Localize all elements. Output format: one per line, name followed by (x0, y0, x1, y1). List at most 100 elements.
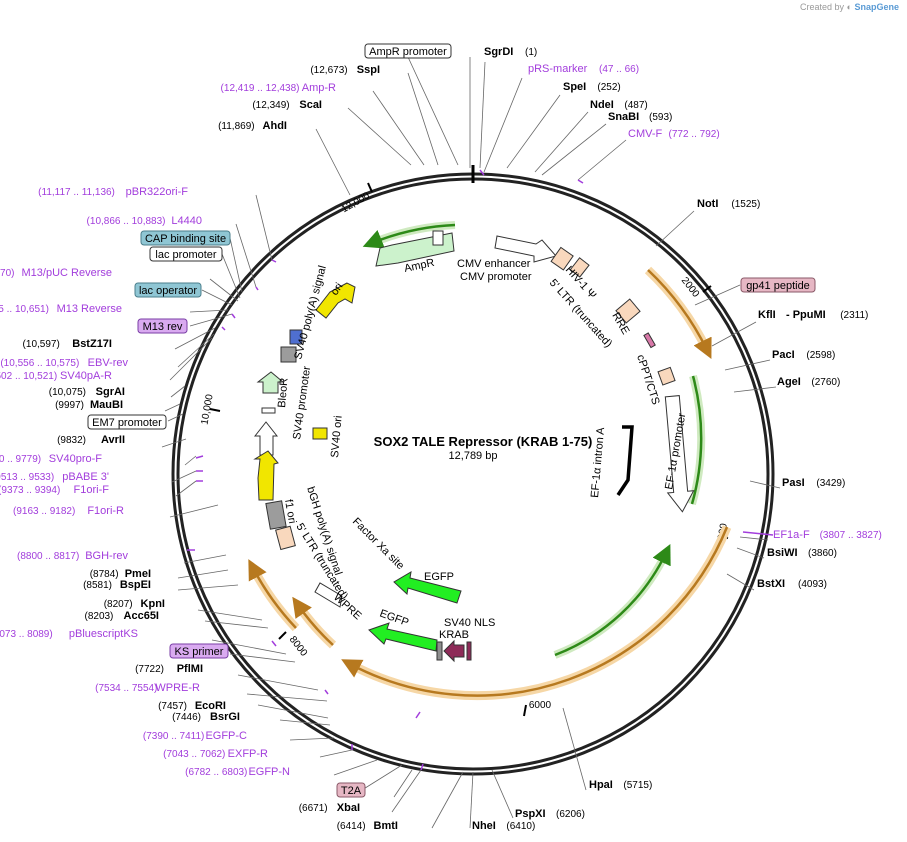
primer-sv40pro-f[interactable]: SV40pro-F(9760 .. 9779) (0, 453, 102, 465)
enzyme-site-paci[interactable]: PacI(2598) (772, 349, 835, 361)
primer-pbabe-3[interactable]: pBABE 3'(9513 .. 9533) (0, 471, 109, 483)
feature-box-lac-promoter[interactable]: lac promoter (149, 246, 223, 262)
enzyme-site-pmei[interactable]: PmeI(8784) (90, 568, 151, 580)
primer-amp-r[interactable]: Amp-R(12,419 .. 12,438) (221, 82, 336, 94)
primer-pbluescriptks[interactable]: pBluescriptKS(8073 .. 8089) (0, 628, 138, 640)
primer-name: EXFP-R (228, 748, 268, 760)
enzyme-site-kfli[interactable]: KflI (758, 309, 776, 321)
enzyme-site-ahdi[interactable]: AhdI(11,869) (218, 120, 287, 132)
enzyme-labels: SgrDI(1) SpeI (252) NdeI(487)SnaBI(593) NotI… (23, 46, 869, 832)
enzyme-site-bmti[interactable]: BmtI(6414) (337, 820, 398, 832)
enzyme-site-sgrdi[interactable]: SgrDI(1) (484, 46, 537, 58)
enzyme-site-kpni[interactable]: KpnI(8207) (104, 598, 165, 610)
primer-m13-puc-reverse[interactable]: M13/pUC Reverse(10,648 .. 10,670) (0, 267, 112, 279)
primer-name: pBABE 3' (62, 471, 109, 483)
primer-pbr322ori-f[interactable]: pBR322ori-F(11,117 .. 11,136) (38, 186, 188, 198)
enzyme-name: BsrGI (210, 711, 240, 723)
primer-wpre-r[interactable]: WPRE-R(7534 .. 7554) (95, 682, 200, 694)
feature-box-frame (137, 318, 188, 334)
outer-arcs (248, 221, 732, 701)
primer-f1ori-f[interactable]: F1ori-F(9373 .. 9394) (0, 484, 109, 496)
bgh-arc-glow (249, 565, 300, 632)
enzyme-site-scai[interactable]: ScaI(12,349) (252, 99, 322, 111)
enzyme-position: (8784) (90, 569, 119, 580)
enzyme-site-acc65i[interactable]: Acc65I(8203) (84, 610, 159, 622)
primer-cmv-f[interactable]: CMV-F(772 .. 792) (628, 128, 720, 140)
feature-box-gp41-peptide[interactable]: gp41 peptide (740, 277, 816, 293)
enzyme-site-bspei[interactable]: BspEI(8581) (83, 579, 151, 591)
enzyme-position: (252) (597, 82, 620, 93)
ef1a-arc (690, 375, 703, 505)
feature-box-cap-binding-site[interactable]: CAP binding site (140, 230, 231, 246)
primer-name: EGFP-N (248, 766, 290, 778)
enzyme-site-sgrai[interactable]: SgrAI(10,075) (49, 386, 125, 398)
primer-prs-marker[interactable]: pRS-marker(47 .. 66) (528, 63, 639, 75)
enzyme-site-bsiwi[interactable]: BsiWI(3860) (767, 547, 837, 559)
feature-label-bleor: BleoR (276, 377, 291, 408)
enzyme-site-pflmi[interactable]: PflMI(7722) (135, 663, 203, 675)
enzyme-site-pasi[interactable]: PasI(3429) (782, 477, 845, 489)
primer-l4440[interactable]: L4440(10,866 .. 10,883) (87, 215, 202, 227)
plasmid-title: SOX2 TALE Repressor (KRAB 1-75) (374, 434, 593, 449)
enzyme-site-spei[interactable]: SpeI (252) (563, 81, 621, 93)
enzyme-position: (9997) (55, 400, 84, 411)
enzyme-name: Acc65I (124, 610, 159, 622)
feature-box-frame (87, 414, 167, 430)
primer-position: (7534 .. 7554) (95, 683, 157, 694)
enzyme-position: (6206) (556, 809, 585, 820)
feature-box-ks-primer[interactable]: KS primer (169, 643, 229, 659)
enzyme-name: BmtI (374, 820, 398, 832)
enzyme-site-bstxi[interactable]: BstXI(4093) (757, 578, 827, 590)
enzyme-site-nhei[interactable]: NheI(6410) (472, 820, 535, 832)
primer-egfp-c[interactable]: EGFP-C(7390 .. 7411) (143, 730, 247, 742)
enzyme-position: (7446) (172, 712, 201, 723)
primer-exfp-r[interactable]: EXFP-R(7043 .. 7062) (163, 748, 268, 760)
enzyme-site-maubi[interactable]: MauBI(9997) (55, 399, 123, 411)
enzyme-site-noti[interactable]: NotI(1525) (697, 198, 760, 210)
feature-box-m13-rev[interactable]: M13 rev (137, 318, 188, 334)
primer-name: SV40pA-R (60, 370, 112, 382)
primer-name: pBR322ori-F (126, 186, 189, 198)
enzyme-name: - PpuMI (786, 309, 826, 321)
enzyme-site-snabi[interactable]: SnaBI(593) (608, 111, 672, 123)
primer-bgh-rev[interactable]: BGH-rev(8800 .. 8817) (17, 550, 128, 562)
enzyme-site-avrii[interactable]: AvrII(9832) (57, 434, 125, 446)
enzyme-position: (1525) (731, 199, 760, 210)
primer-ebv-rev[interactable]: EBV-rev(10,556 .. 10,575) (0, 357, 128, 369)
feature-label-egfp: EGFP (424, 571, 454, 583)
enzyme-site-hpai[interactable]: HpaI(5715) (589, 779, 652, 791)
enzyme-site-bstz17i[interactable]: BstZ17I(10,597) (23, 338, 112, 350)
tick-label-12-000: 12,000 (340, 190, 372, 215)
primer-m13-reverse[interactable]: M13 Reverse(10,635 .. 10,651) (0, 303, 122, 315)
enzyme-site-pspxi[interactable]: PspXI(6206) (515, 808, 585, 820)
feature-box-frame (336, 782, 366, 798)
enzyme-position: (2311) (840, 310, 868, 321)
enzyme-site-bsrgi[interactable]: BsrGI (7446) (172, 711, 240, 723)
feature-box-ampr-promoter[interactable]: AmpR promoter (364, 43, 452, 59)
enzyme-site-agei[interactable]: AgeI(2760) (777, 376, 840, 388)
enzyme-site-ecori[interactable]: EcoRI(7457) (158, 700, 226, 712)
enzyme-site-ppumi[interactable]: - PpuMI (2311) (786, 309, 868, 321)
feature-box-lac-operator[interactable]: lac operator (134, 282, 202, 298)
enzyme-name: NdeI (590, 99, 614, 111)
connectors (161, 56, 781, 829)
enzyme-site-sspi[interactable]: SspI(12,673) (310, 64, 380, 76)
enzyme-site-xbai[interactable]: XbaI(6671) (299, 802, 360, 814)
feature-label-factor-xa-site: Factor Xa site (350, 516, 406, 572)
feature-box-label: gp41 peptide (746, 280, 810, 292)
cppt-feature (657, 366, 676, 386)
primer-f1ori-r[interactable]: F1ori-R(9163 .. 9182) (13, 505, 124, 517)
feature-box-em7-promoter[interactable]: EM7 promoter (87, 414, 167, 430)
primer-sv40pa-r[interactable]: SV40pA-R(10,502 .. 10,521) (0, 370, 112, 382)
enzyme-name: SpeI (563, 81, 586, 93)
enzyme-site-ndei[interactable]: NdeI(487) (590, 99, 648, 111)
primer-name: F1ori-R (87, 505, 124, 517)
enzyme-name: BsiWI (767, 547, 798, 559)
enzyme-name: KpnI (141, 598, 165, 610)
primer-ef1a-f[interactable]: EF1a-F(3807 .. 3827) (773, 529, 882, 541)
enzyme-name: XbaI (337, 802, 360, 814)
enzyme-position: (5715) (623, 780, 652, 791)
enzyme-position: (7722) (135, 664, 164, 675)
feature-box-t2a[interactable]: T2A (336, 782, 366, 798)
primer-egfp-n[interactable]: EGFP-N(6782 .. 6803) (185, 766, 290, 778)
